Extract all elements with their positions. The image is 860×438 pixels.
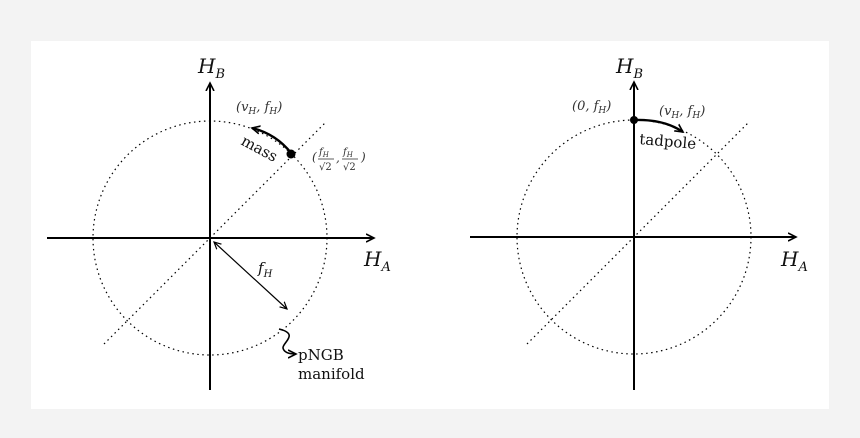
left-diagonal-line [103, 122, 326, 345]
svg-text:): ) [360, 150, 366, 164]
left-axis-h-label: HA [363, 247, 391, 275]
svg-text:,: , [336, 151, 340, 165]
svg-text:√2: √2 [343, 162, 356, 173]
left-axis-v-label: HB [197, 54, 225, 82]
left-radius-arrow [214, 242, 287, 309]
right-diagonal-line [526, 121, 750, 345]
left-diagram: HB HA (vH, fH) mass ( fH √2 , fH √2 ) fH… [47, 54, 391, 390]
left-point-top-label: (vH, fH) [236, 100, 282, 117]
left-manifold-arrow [278, 328, 296, 354]
right-diagram: HB HA (0, fH) (vH, fH) tadpole [470, 54, 808, 390]
left-mass-arrow [252, 128, 292, 154]
right-axis-v-label: HB [615, 54, 643, 82]
svg-text:fH: fH [318, 147, 330, 159]
right-axis-h-label: HA [780, 247, 808, 275]
svg-text:(: ( [312, 150, 317, 164]
svg-text:fH: fH [342, 147, 354, 159]
left-diagonal-point-label: ( fH √2 , fH √2 ) [312, 147, 366, 173]
right-origin-point-label: (0, fH) [572, 99, 611, 116]
left-diagonal-point [286, 149, 296, 159]
figure-frame [31, 41, 829, 409]
right-tadpole-label: tadpole [639, 130, 697, 153]
left-radius-label: fH [257, 259, 273, 280]
right-tadpole-arrow [633, 118, 683, 132]
svg-text:√2: √2 [319, 162, 332, 173]
right-point-label: (vH, fH) [659, 104, 705, 121]
